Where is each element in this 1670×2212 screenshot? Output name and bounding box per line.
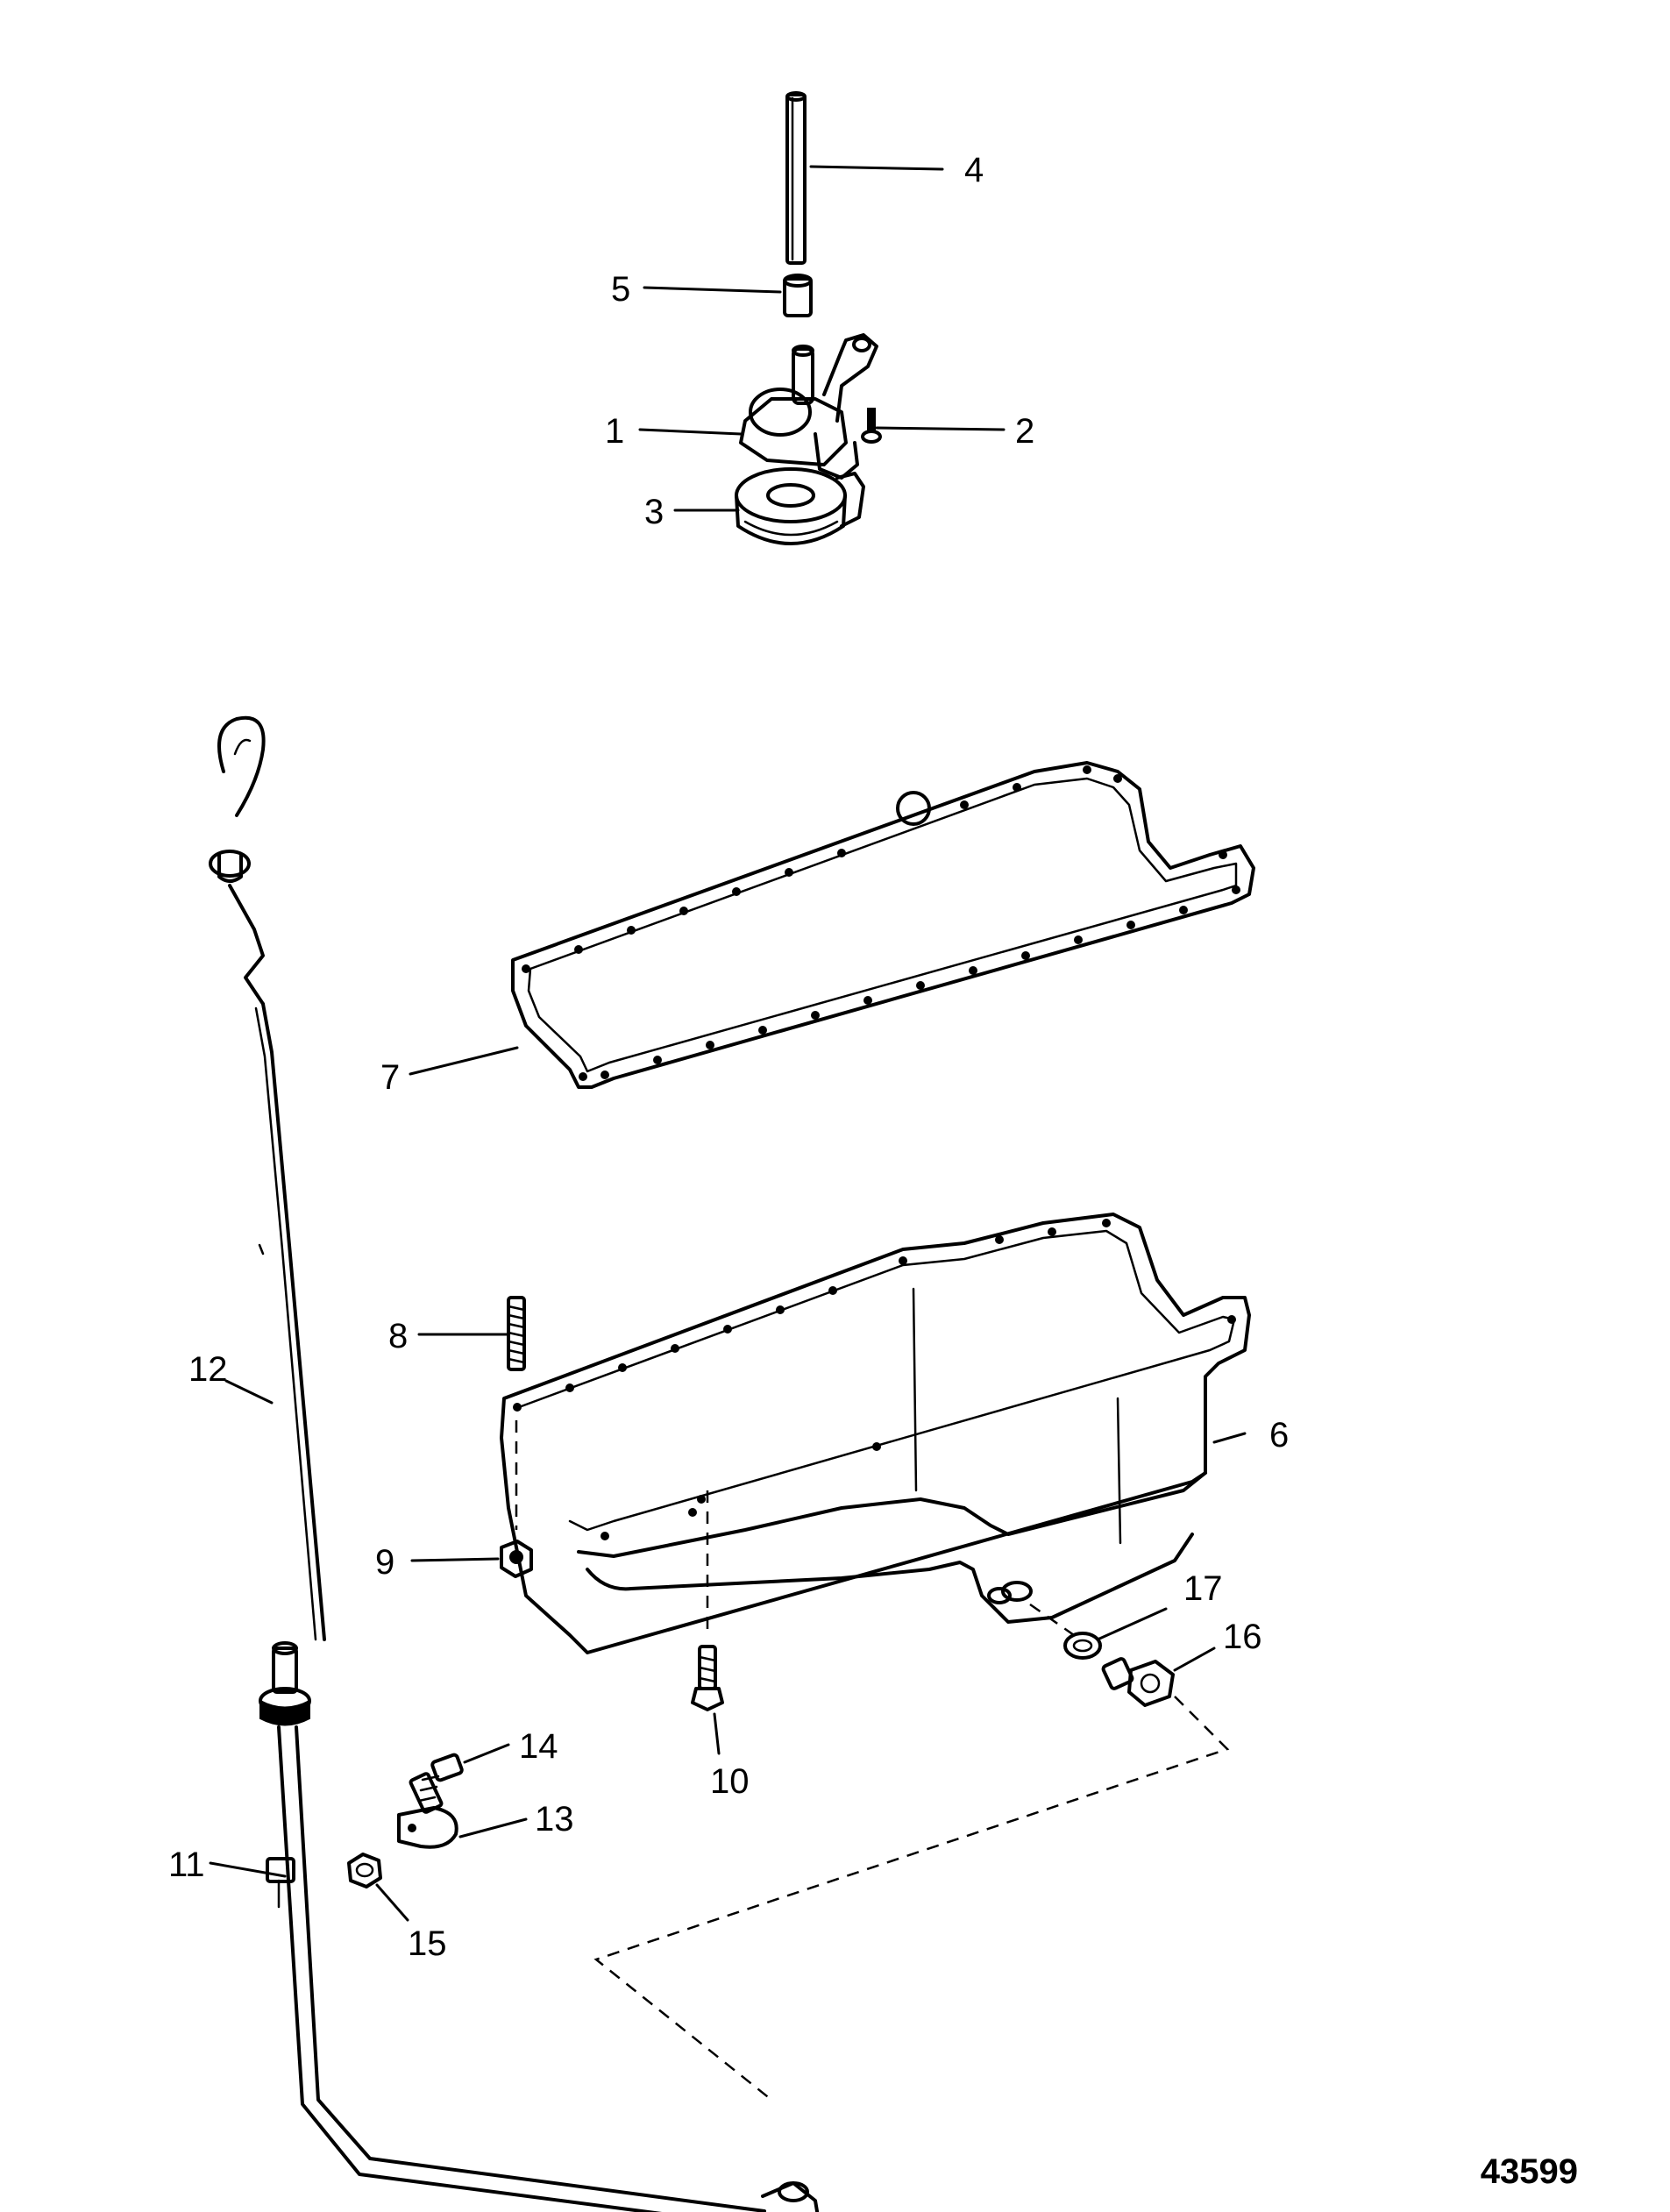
pan-bolt-holes xyxy=(513,1219,1236,1540)
callout-17: 17 xyxy=(1183,1569,1223,1608)
drain-hose-routing-line xyxy=(593,1696,1230,2101)
callout-labels: 1 2 3 4 5 6 7 8 9 10 11 12 13 14 15 16 1… xyxy=(168,151,1289,1963)
clip-nut xyxy=(347,1853,382,1888)
callout-7: 7 xyxy=(380,1058,400,1097)
oil-pan-gasket xyxy=(511,761,1255,1089)
callout-3: 3 xyxy=(644,493,664,531)
callout-12: 12 xyxy=(188,1350,228,1389)
gasket-bolt-holes xyxy=(522,765,1240,1081)
leader-13 xyxy=(458,1817,528,1839)
leader-11 xyxy=(209,1861,287,1878)
callout-8: 8 xyxy=(388,1317,408,1355)
callout-11: 11 xyxy=(168,1846,205,1884)
callout-1: 1 xyxy=(605,412,624,451)
callout-9: 9 xyxy=(375,1543,394,1582)
stud xyxy=(507,1296,526,1371)
leader-17 xyxy=(1096,1607,1168,1641)
nut xyxy=(500,1540,533,1578)
drain-plug-washer xyxy=(1063,1632,1102,1660)
callout-5: 5 xyxy=(611,270,630,309)
washer-alignment-line xyxy=(1029,1603,1075,1637)
leader-6 xyxy=(1212,1432,1247,1444)
drain-plug xyxy=(1101,1657,1175,1707)
figure-reference-number: 43599 xyxy=(1481,2152,1578,2191)
dipstick-tube xyxy=(259,1641,820,2212)
leader-10 xyxy=(713,1712,721,1755)
leader-4 xyxy=(809,165,944,171)
callout-15: 15 xyxy=(408,1924,447,1963)
tube-clip xyxy=(397,1806,458,1849)
leader-7 xyxy=(409,1046,519,1076)
leader-14 xyxy=(463,1743,510,1764)
leader-12 xyxy=(224,1379,274,1405)
pump-screw xyxy=(861,408,882,444)
oil-pan xyxy=(500,1213,1251,1654)
pickup-screen xyxy=(735,467,865,545)
leader-1 xyxy=(638,428,743,436)
callout-16: 16 xyxy=(1223,1618,1262,1656)
callout-14: 14 xyxy=(519,1727,558,1766)
leader-2 xyxy=(875,426,1006,431)
callout-6: 6 xyxy=(1269,1416,1289,1455)
leader-15 xyxy=(375,1883,409,1922)
leader-lines xyxy=(209,165,1247,1922)
leader-16 xyxy=(1173,1647,1216,1672)
callout-2: 2 xyxy=(1015,412,1034,451)
bushing xyxy=(783,274,813,317)
dipstick xyxy=(209,715,326,1641)
callout-13: 13 xyxy=(535,1800,574,1839)
pan-bolt xyxy=(691,1645,724,1711)
oil-pump xyxy=(739,333,878,480)
leader-5 xyxy=(643,286,782,294)
callout-4: 4 xyxy=(964,151,984,189)
clip-screw xyxy=(409,1753,464,1814)
callout-10: 10 xyxy=(710,1762,750,1801)
pickup-shaft xyxy=(785,91,807,265)
leader-9 xyxy=(410,1557,500,1562)
